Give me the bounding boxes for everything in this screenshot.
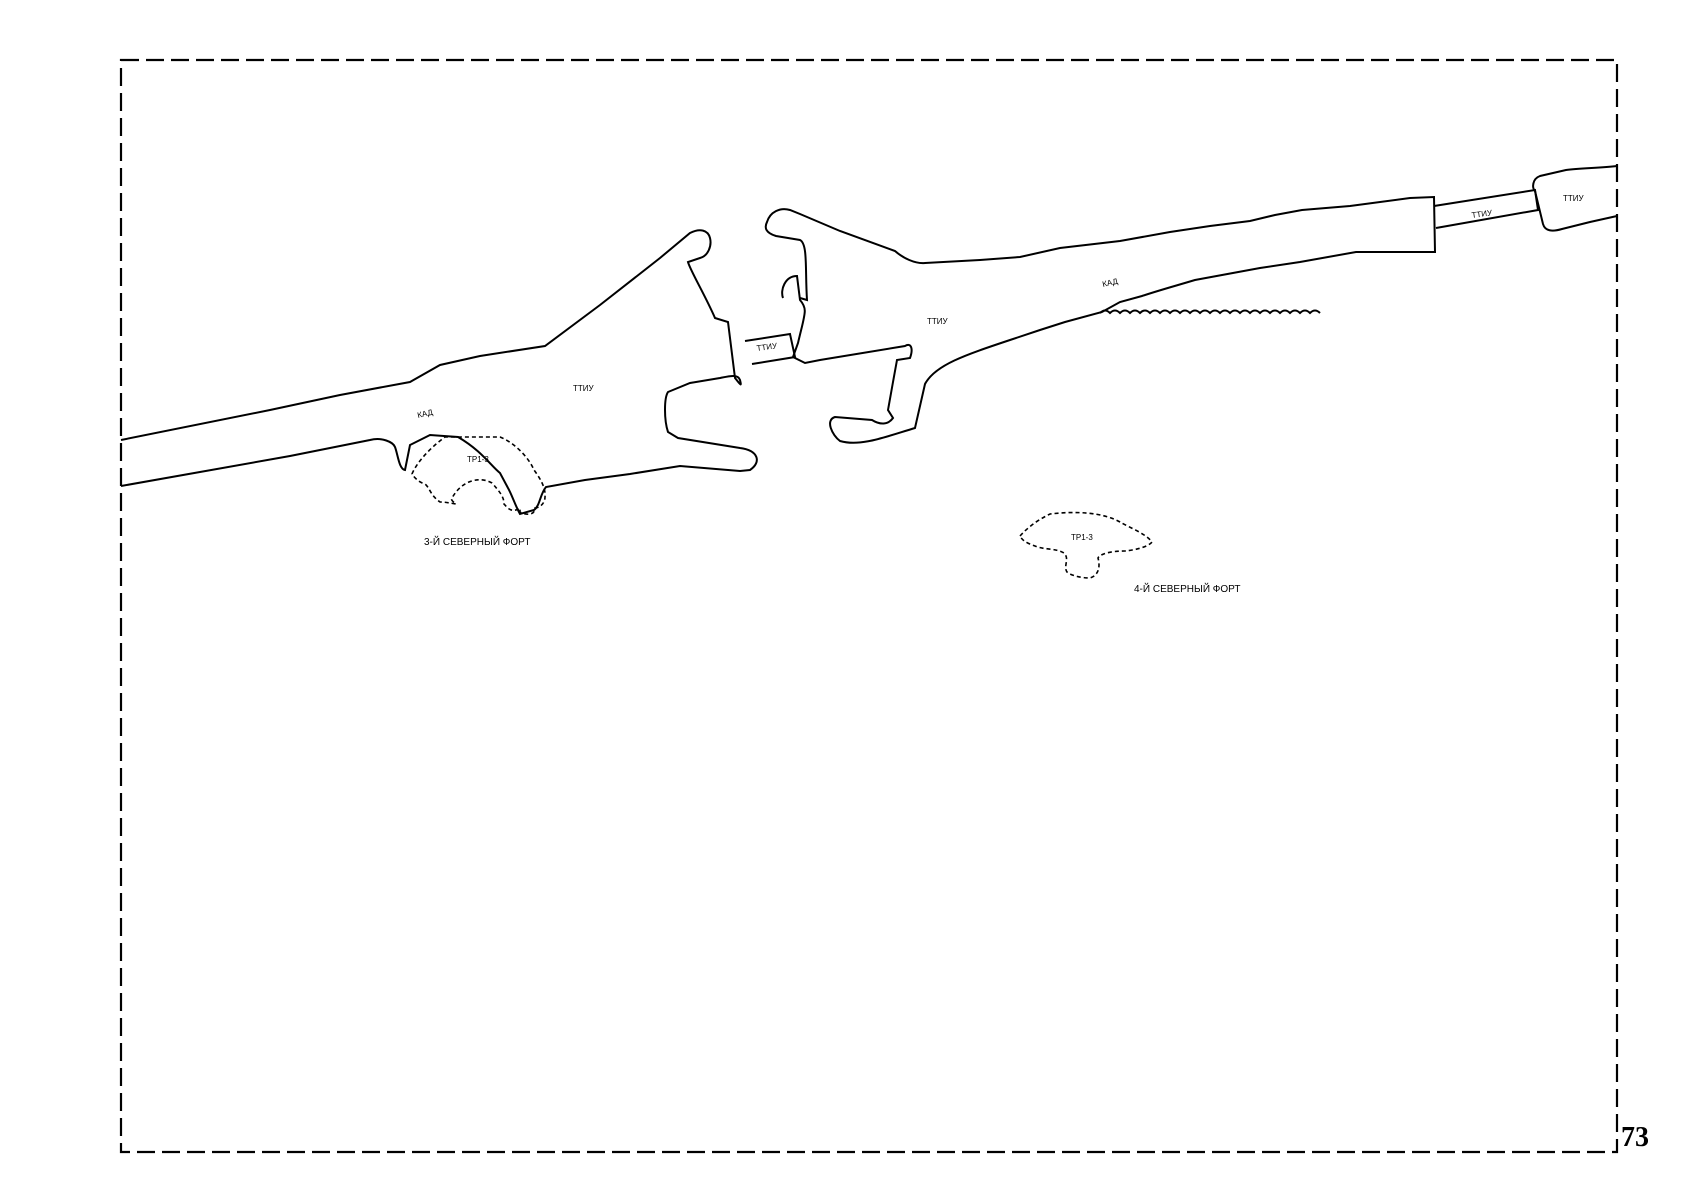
- ttiu-bridge-left: [744, 332, 797, 365]
- label-ttiu-west: ТТИУ: [573, 384, 595, 393]
- label-kad-east: КАД: [1101, 277, 1119, 289]
- label-ttiu-bridge-left: ТТИУ: [756, 341, 779, 353]
- label-tr13-west: ТР1-3: [467, 455, 489, 464]
- tr13-zone-west: [411, 436, 546, 515]
- page-number: 73: [1621, 1122, 1649, 1153]
- label-ttiu-east: ТТИУ: [1563, 194, 1585, 203]
- ttiu-zone-west: [120, 229, 758, 516]
- label-fort-4: 4-Й СЕВЕРНЫЙ ФОРТ: [1134, 582, 1241, 595]
- label-ttiu-bridge-right: ТТИУ: [1471, 208, 1494, 220]
- sheet-frame: [119, 58, 1619, 1154]
- label-ttiu-central: ТТИУ: [927, 317, 949, 326]
- tr13-zone-east: [1019, 511, 1154, 579]
- ttiu-zone-central: [764, 195, 1437, 444]
- label-kad-west: КАД: [416, 408, 434, 420]
- kad-wavy-edge: [1099, 309, 1321, 315]
- ttiu-zone-east: [1532, 165, 1618, 232]
- label-fort-3: 3-Й СЕВЕРНЫЙ ФОРТ: [424, 535, 531, 548]
- label-tr13-east: ТР1-3: [1071, 533, 1093, 542]
